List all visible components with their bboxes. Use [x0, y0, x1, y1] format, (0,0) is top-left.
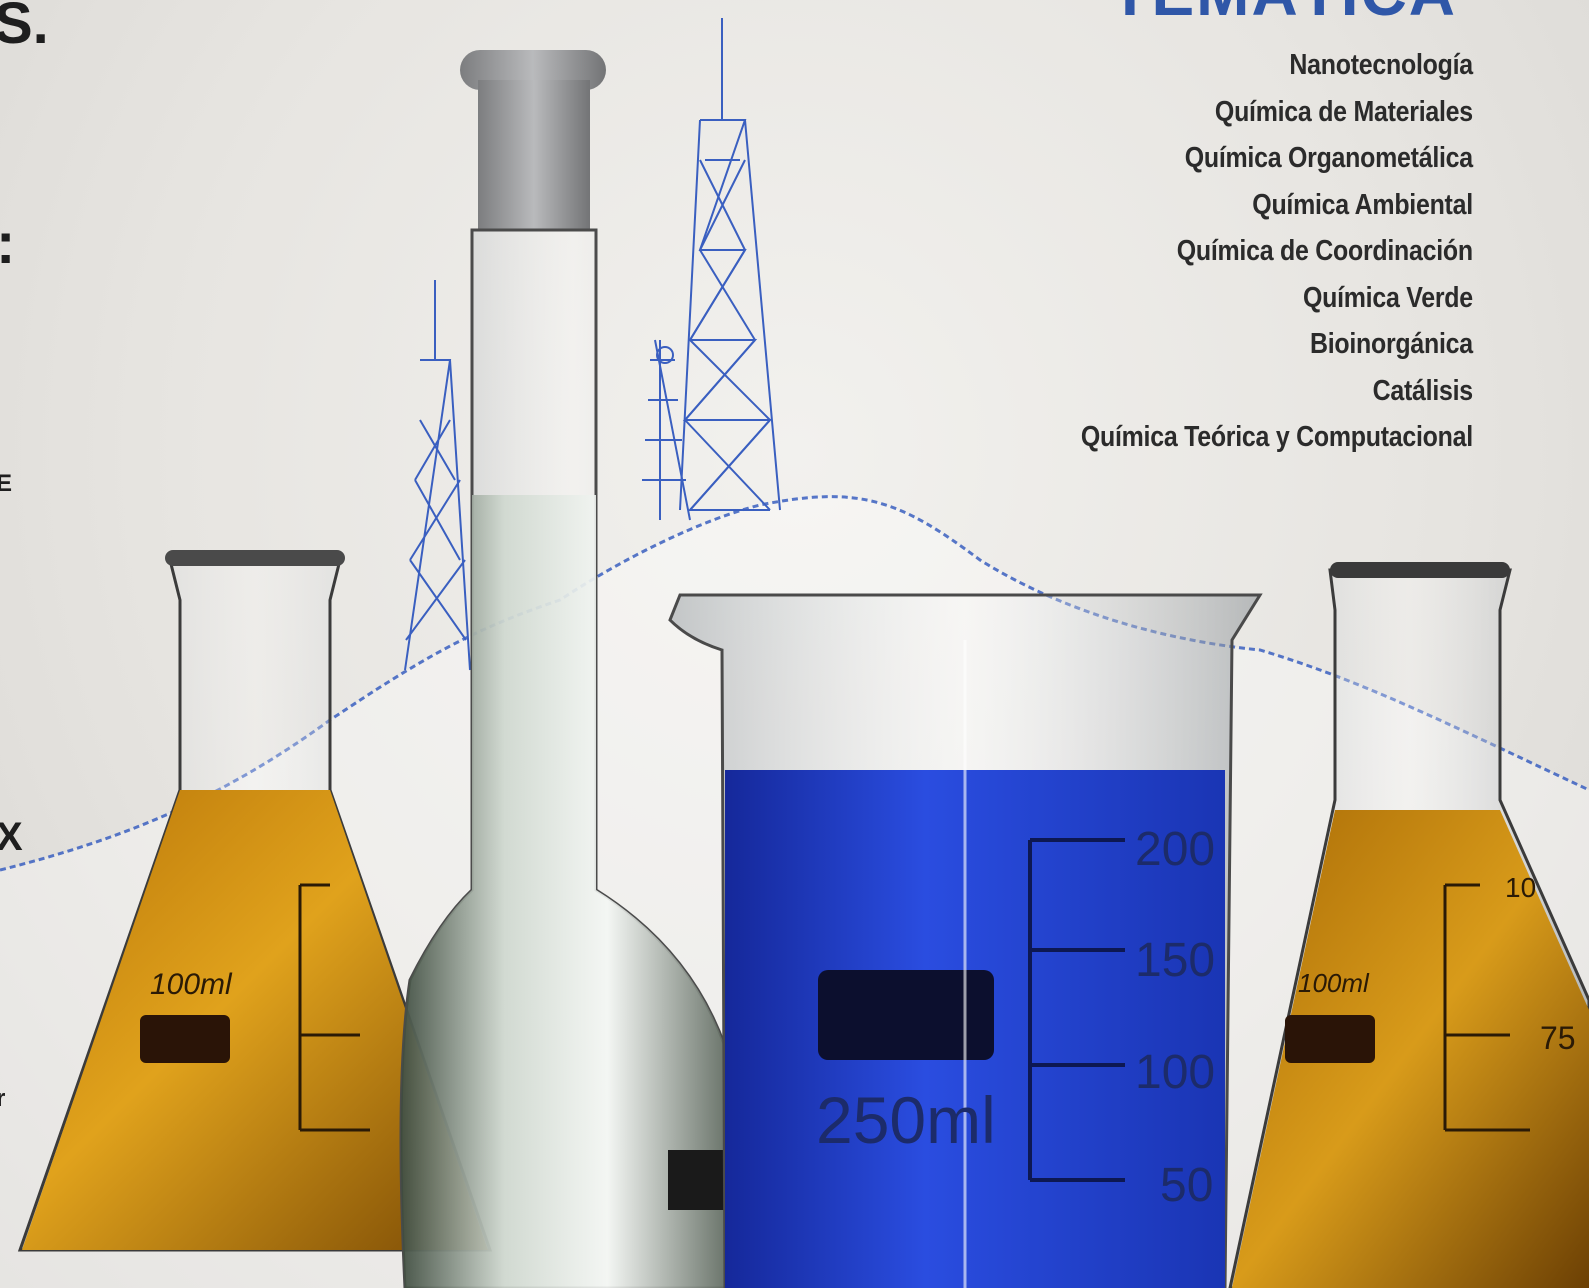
topic-item: Química de Coordinación	[1176, 235, 1473, 267]
left-fragment-5: r	[0, 1085, 6, 1112]
left-fragment-3: E	[0, 470, 13, 497]
left-flask-volume-label: 100ml	[150, 968, 232, 1001]
topic-item: Química Ambiental	[1252, 188, 1473, 221]
topic-item: Bioinorgánica	[1310, 328, 1473, 360]
right-flask-mark-top: 10	[1505, 872, 1537, 903]
radio-tower-icon	[404, 18, 781, 671]
beaker-mark-50: 50	[1160, 1159, 1214, 1212]
beaker-volume-label: 250ml	[816, 1083, 996, 1157]
beaker-mark-150: 150	[1135, 934, 1216, 987]
topic-item: Química de Materiales	[1215, 95, 1473, 128]
topic-item: Nanotecnología	[1289, 49, 1474, 81]
topic-item: Química Teórica y Computacional	[1080, 421, 1473, 453]
beaker-mark-200: 200	[1135, 823, 1216, 876]
section-header: TEMÁTICA	[1110, 0, 1457, 30]
beaker-mark-100: 100	[1135, 1046, 1216, 1099]
right-flask-volume-label: 100ml	[1298, 968, 1369, 998]
topic-item: Catálisis	[1372, 374, 1474, 407]
volumetric-flask-icon	[399, 50, 747, 1288]
right-flask-mark-mid: 75	[1540, 1020, 1576, 1056]
beaker-icon	[668, 593, 1263, 1288]
left-fragment-1: S.	[0, 0, 49, 56]
topic-item: Química Verde	[1303, 281, 1473, 314]
topic-item: Química Organometálica	[1184, 142, 1473, 174]
topics-list: Nanotecnología Química de Materiales Quí…	[1017, 42, 1473, 461]
left-fragment-2: :	[0, 210, 15, 277]
erlenmeyer-flask-right	[1228, 562, 1589, 1288]
left-fragment-4: X	[0, 815, 23, 859]
